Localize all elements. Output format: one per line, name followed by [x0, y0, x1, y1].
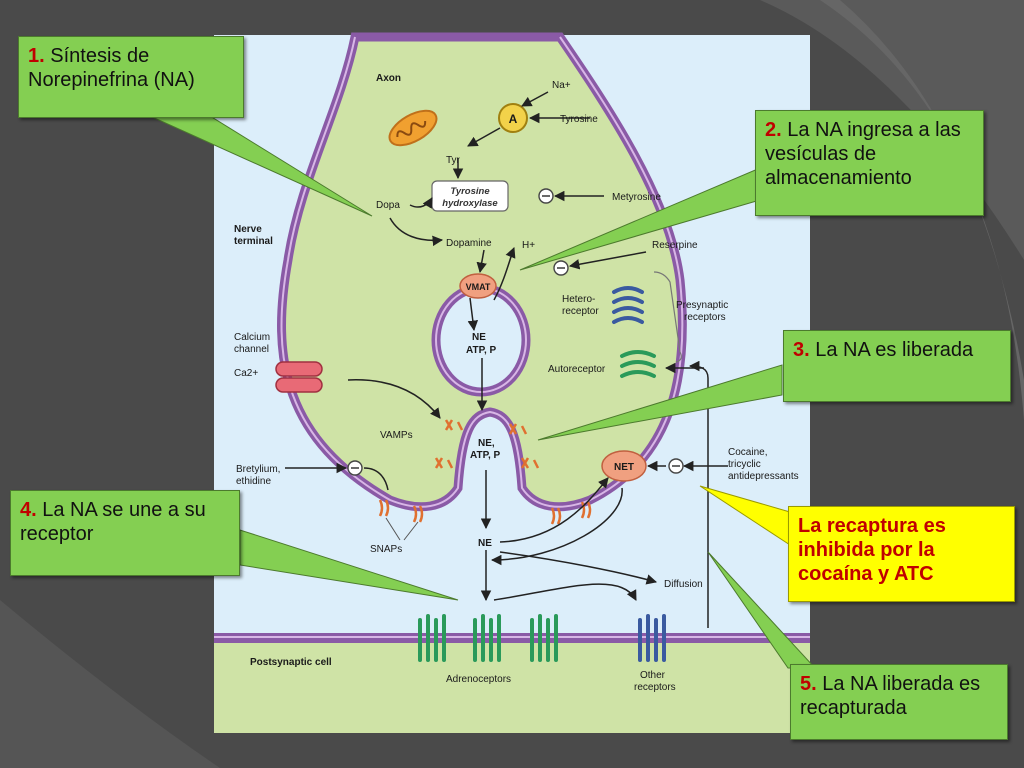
svg-text:NET: NET: [614, 462, 634, 473]
svg-text:Postsynaptic cell: Postsynaptic cell: [250, 657, 332, 668]
svg-text:tricyclic: tricyclic: [728, 459, 761, 470]
svg-text:VMAT: VMAT: [466, 282, 491, 292]
svg-text:Reserpine: Reserpine: [652, 240, 698, 251]
adrenoceptor-icon: [418, 614, 558, 662]
vamps-icon: [434, 419, 540, 469]
vmat-transporter-icon: [459, 273, 497, 299]
svg-text:Tyrosine: Tyrosine: [450, 186, 490, 197]
svg-text:Adrenoceptors: Adrenoceptors: [446, 674, 511, 685]
svg-text:Diffusion: Diffusion: [664, 579, 703, 590]
svg-text:SNAPs: SNAPs: [370, 544, 402, 555]
svg-text:Hetero-: Hetero-: [562, 294, 595, 305]
transporter-a-icon: [498, 103, 528, 133]
svg-text:Dopa: Dopa: [376, 200, 400, 211]
svg-text:Presynaptic: Presynaptic: [676, 300, 728, 311]
callout-pointers: [149, 115, 817, 669]
svg-text:VAMPs: VAMPs: [380, 430, 413, 441]
postsynaptic-cell: [214, 640, 810, 733]
svg-text:Na+: Na+: [552, 80, 571, 91]
svg-text:Bretylium,: Bretylium,: [236, 464, 280, 475]
mitochondrion-icon: [388, 109, 438, 147]
callout-5: 5. La NA liberada es recapturada: [790, 664, 1008, 740]
svg-text:Nerve: Nerve: [234, 224, 262, 235]
svg-text:NE,: NE,: [478, 438, 495, 449]
svg-text:receptors: receptors: [684, 312, 726, 323]
snaps-icon: [378, 499, 592, 525]
svg-text:Axon: Axon: [376, 73, 401, 84]
other-receptor-icon: [638, 614, 666, 662]
svg-text:ethidine: ethidine: [236, 476, 271, 487]
svg-text:H+: H+: [522, 240, 535, 251]
svg-text:antidepressants: antidepressants: [728, 471, 799, 482]
svg-text:Autoreceptor: Autoreceptor: [548, 364, 606, 375]
heteroreceptor-icon: [612, 286, 644, 324]
svg-text:ATP, P: ATP, P: [470, 450, 501, 461]
svg-text:terminal: terminal: [234, 236, 273, 247]
svg-text:channel: channel: [234, 344, 269, 355]
net-transporter-icon: [601, 450, 647, 482]
callout-4: 4. La NA se une a su receptor: [10, 490, 240, 576]
autoreceptor-icon: [620, 350, 656, 378]
svg-text:NE: NE: [478, 538, 492, 549]
svg-text:hydroxylase: hydroxylase: [442, 198, 498, 209]
svg-text:Other: Other: [640, 670, 666, 681]
svg-text:NE: NE: [472, 332, 486, 343]
callout-reuptake-inhibition: La recaptura es inhibida por la cocaína …: [788, 506, 1015, 602]
callout-2: 2. La NA ingresa a las vesículas de alma…: [755, 110, 984, 216]
svg-text:Cocaine,: Cocaine,: [728, 447, 767, 458]
svg-text:Calcium: Calcium: [234, 332, 270, 343]
svg-text:Dopamine: Dopamine: [446, 238, 492, 249]
svg-text:receptors: receptors: [634, 682, 676, 693]
svg-text:Tyrosine: Tyrosine: [560, 114, 598, 125]
svg-text:Metyrosine: Metyrosine: [612, 192, 661, 203]
svg-text:ATP, P: ATP, P: [466, 345, 497, 356]
svg-text:A: A: [509, 112, 518, 126]
calcium-channel-icon: [275, 361, 323, 393]
svg-text:Ca2+: Ca2+: [234, 368, 258, 379]
callout-3: 3. La NA es liberada: [783, 330, 1011, 402]
svg-text:Tyr: Tyr: [446, 155, 461, 166]
tyrosine-hydroxylase-box: [431, 180, 509, 212]
svg-text:receptor: receptor: [562, 306, 599, 317]
callout-1: 1. Síntesis de Norepinefrina (NA): [18, 36, 244, 118]
